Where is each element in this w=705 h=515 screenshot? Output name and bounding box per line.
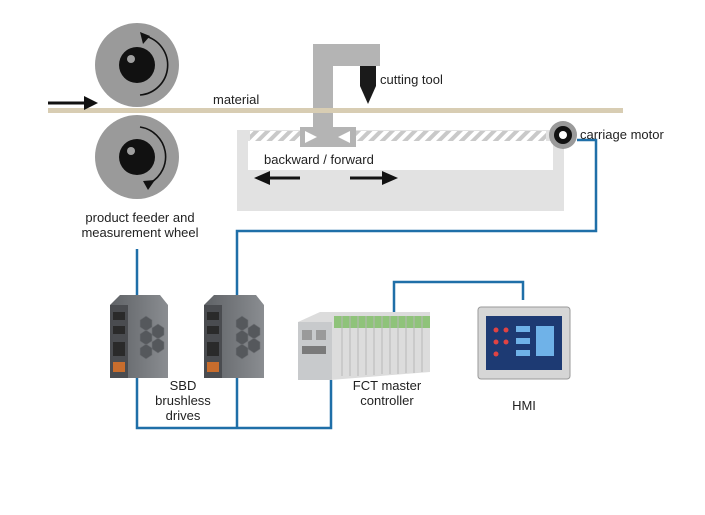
feeder-label: product feeder and measurement wheel	[70, 210, 210, 240]
sbd-label: SBD brushless drives	[150, 378, 216, 423]
sbd-drive-2	[204, 295, 264, 378]
carriage-frame	[237, 130, 564, 211]
fct-label: FCT master controller	[345, 378, 429, 408]
bottom-feeder-wheel	[95, 115, 179, 199]
sbd-label-line2: brushless	[155, 393, 211, 408]
carriage-motor-label: carriage motor	[580, 127, 664, 142]
forward-arrow-icon	[350, 171, 398, 185]
drive-bus-cable	[135, 378, 333, 430]
cable-connections	[135, 138, 598, 430]
feed-arrow-icon	[48, 96, 98, 110]
hmi-cable	[392, 280, 525, 316]
material-label: material	[213, 92, 260, 107]
rotation-arrow-icon	[139, 126, 167, 184]
feeder-label-line1: product feeder and	[85, 210, 195, 225]
hmi-label: HMI	[512, 398, 536, 413]
fct-controller	[298, 312, 430, 380]
feeder-label-line2: measurement wheel	[81, 225, 199, 240]
top-feeder-wheel	[95, 23, 179, 107]
backward-arrow-icon	[254, 171, 300, 185]
material-strip	[48, 108, 623, 113]
carriage-rail	[250, 131, 546, 141]
fct-label-line2: controller	[360, 393, 414, 408]
rotation-arrow-icon	[139, 35, 169, 96]
cutting-tool-icon	[300, 44, 380, 147]
sbd-label-line3: drives	[165, 408, 201, 423]
sbd-drive-1	[110, 295, 168, 378]
cutting-tool-label: cutting tool	[380, 72, 443, 87]
fct-label-line1: FCT master	[352, 378, 422, 393]
motor-cable	[235, 138, 598, 300]
carriage-motor-icon	[549, 121, 577, 149]
hmi-panel	[477, 306, 571, 380]
backward-forward-label: backward / forward	[264, 152, 374, 167]
sbd-label-line1: SBD	[169, 378, 197, 393]
